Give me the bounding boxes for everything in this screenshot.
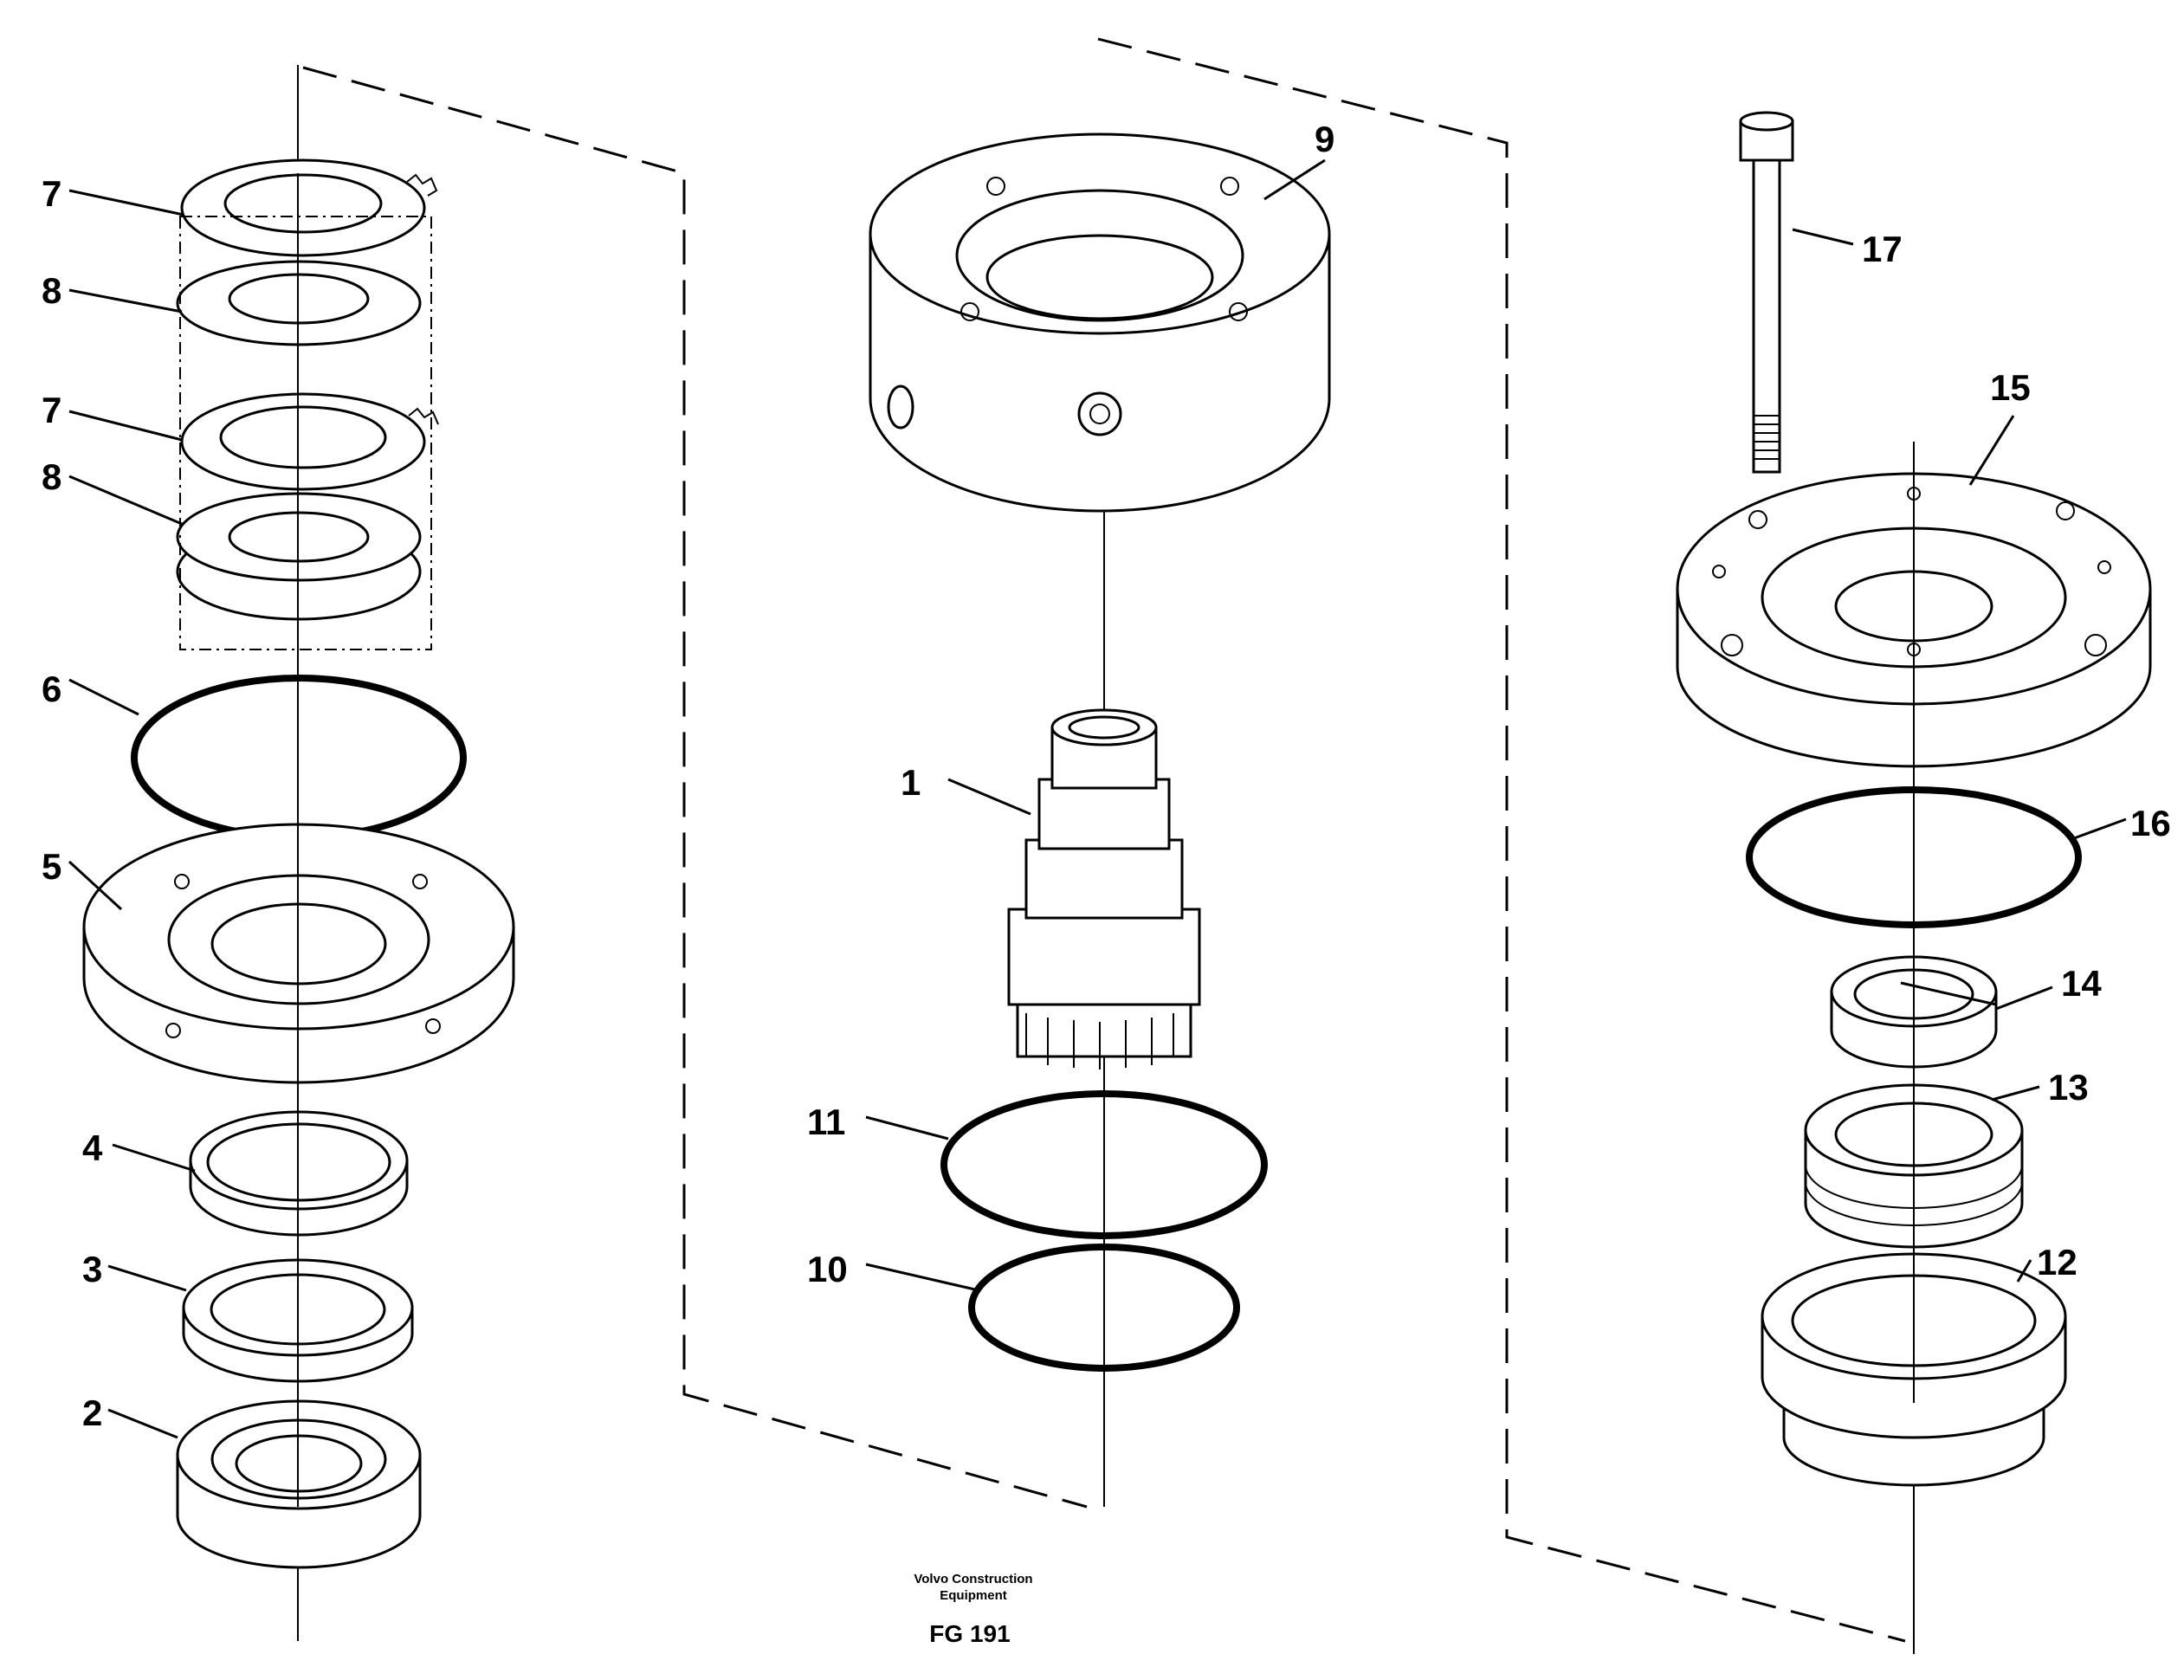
assembly-frames — [302, 37, 1906, 1643]
part-11-o-ring — [940, 1090, 1268, 1239]
part-9-housing — [869, 132, 1331, 513]
part-7-lower-lock-washer — [180, 392, 439, 491]
leader-14 — [1995, 985, 2053, 1011]
callout-8-lower: 8 — [42, 456, 61, 497]
right-dashed-frame — [1097, 37, 1906, 1643]
callout-5: 5 — [42, 846, 61, 887]
callout-16: 16 — [2130, 803, 2171, 843]
figure-footer: Volvo Construction Equipment FG 191 — [914, 1572, 1032, 1647]
callout-14: 14 — [2061, 963, 2102, 1004]
callout-11: 11 — [807, 1102, 845, 1142]
callout-7-lower: 7 — [42, 390, 61, 430]
leader-lines — [68, 158, 2127, 1439]
callout-10: 10 — [807, 1249, 848, 1289]
callout-2: 2 — [82, 1392, 102, 1433]
callout-15: 15 — [1990, 367, 2031, 408]
callout-8-upper: 8 — [42, 270, 61, 311]
callout-numbers: 7 8 7 8 6 5 4 3 2 9 1 11 10 17 15 16 14 … — [42, 119, 2171, 1433]
footer-company-line2: Equipment — [940, 1588, 1007, 1603]
callout-1: 1 — [901, 762, 921, 803]
callout-4: 4 — [82, 1128, 103, 1168]
part-1-splined-shaft — [1007, 708, 1201, 1069]
callout-7-upper: 7 — [42, 173, 61, 214]
part-10-o-ring — [968, 1244, 1240, 1372]
callout-9: 9 — [1315, 119, 1334, 159]
center-parts-stack — [869, 132, 1331, 1507]
figure-code: FG 191 — [929, 1620, 1010, 1647]
part-7-upper-lock-washer — [180, 158, 438, 257]
part-17-bolt — [1739, 111, 1794, 474]
callout-17: 17 — [1862, 229, 1903, 269]
left-dashed-frame — [302, 66, 1088, 1509]
footer-company-line1: Volvo Construction — [914, 1572, 1032, 1586]
callout-13: 13 — [2048, 1067, 2089, 1108]
callout-12: 12 — [2037, 1242, 2077, 1283]
washer-group-bracket — [179, 216, 432, 650]
callout-3: 3 — [82, 1249, 102, 1289]
callout-6: 6 — [42, 669, 61, 709]
